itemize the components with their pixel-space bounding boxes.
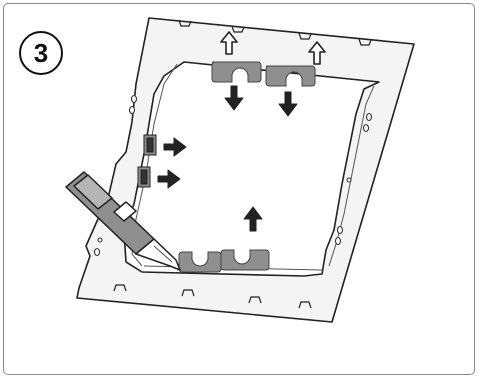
step-number-badge: 3 — [19, 31, 63, 75]
instruction-panel: 3 — [3, 3, 475, 375]
bottom-tabs — [179, 250, 269, 272]
mounting-frame-illustration — [4, 4, 475, 375]
